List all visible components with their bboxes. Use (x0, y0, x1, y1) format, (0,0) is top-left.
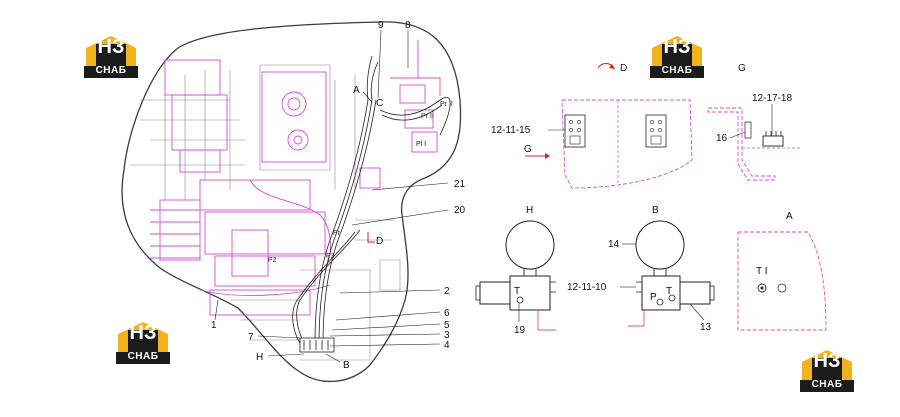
view-g-callout-side: 16 (716, 133, 728, 144)
port-label-pr: Pr (333, 230, 341, 237)
view-a-title: A (786, 211, 793, 222)
brand-name: СНАБ (127, 351, 159, 362)
view-g-callout-top: 12-17-18 (752, 93, 792, 104)
label-5: 5 (444, 320, 450, 331)
port-label-pr-ii-2: Pr II (421, 113, 434, 120)
view-b-callout-left: 12-11-10 (567, 282, 607, 293)
view-d-callout: 12-11-15 (491, 125, 531, 136)
port-label-pr-ii-1: Pr II (440, 101, 453, 108)
brand-logo-bottom-left: НЗ СНАБ (114, 320, 172, 364)
brand-logo-top-center: НЗ СНАБ (648, 34, 706, 78)
label-8: 8 (405, 20, 411, 31)
view-b-port-t: T (666, 286, 672, 297)
label-4: 4 (444, 340, 450, 351)
brand-name: СНАБ (811, 379, 843, 390)
brand-mark: НЗ (663, 36, 691, 58)
label-c: C (376, 98, 383, 109)
view-h-title: H (526, 205, 533, 216)
view-b-callout-top: 14 (608, 239, 620, 250)
brand-mark: НЗ (129, 322, 157, 344)
view-g: G 12-17-18 16 (707, 63, 800, 181)
main-assembly-view: 9 8 A C 21 20 D 2 1 6 5 3 4 7 H B Pr II … (121, 20, 466, 382)
label-a: A (353, 85, 360, 96)
label-2: 2 (444, 286, 450, 297)
label-3: 3 (444, 330, 450, 341)
view-d-arrow (367, 232, 375, 243)
brand-logo-top-left: НЗ СНАБ (82, 34, 140, 78)
brand-logo-bottom-right: НЗ СНАБ (798, 348, 856, 392)
brand-name: СНАБ (95, 65, 127, 76)
view-d-arrow-label: G (524, 144, 532, 155)
label-1: 1 (211, 320, 217, 331)
view-b-port-p: P (650, 292, 657, 303)
port-label-p3: P3 (326, 253, 335, 260)
view-d-title: D (620, 63, 627, 74)
view-h-port: T (514, 286, 520, 297)
view-b: B 14 P T 12-11-10 13 (567, 205, 715, 333)
machine-outline (121, 21, 462, 382)
label-7: 7 (248, 332, 254, 343)
view-a: A T I (737, 211, 827, 331)
label-d: D (376, 236, 383, 247)
label-h: H (256, 352, 263, 363)
view-a-port: T I (756, 266, 767, 277)
label-9: 9 (378, 20, 384, 31)
view-h: H T 19 (475, 205, 556, 336)
brand-name: СНАБ (661, 65, 693, 76)
label-b: B (343, 360, 350, 371)
view-d: D 12-11-15 G (491, 63, 693, 189)
view-b-callout-bottom: 13 (700, 322, 712, 333)
label-6: 6 (444, 308, 450, 319)
brand-mark: НЗ (813, 350, 841, 372)
view-b-title: B (652, 205, 659, 216)
port-label-pl-i: Pl I (416, 141, 426, 148)
port-label-p2: P2 (268, 257, 277, 264)
label-20: 20 (454, 205, 466, 216)
label-21: 21 (454, 179, 466, 190)
view-g-title: G (738, 63, 746, 74)
brand-mark: НЗ (97, 36, 125, 58)
view-h-callout: 19 (514, 325, 526, 336)
